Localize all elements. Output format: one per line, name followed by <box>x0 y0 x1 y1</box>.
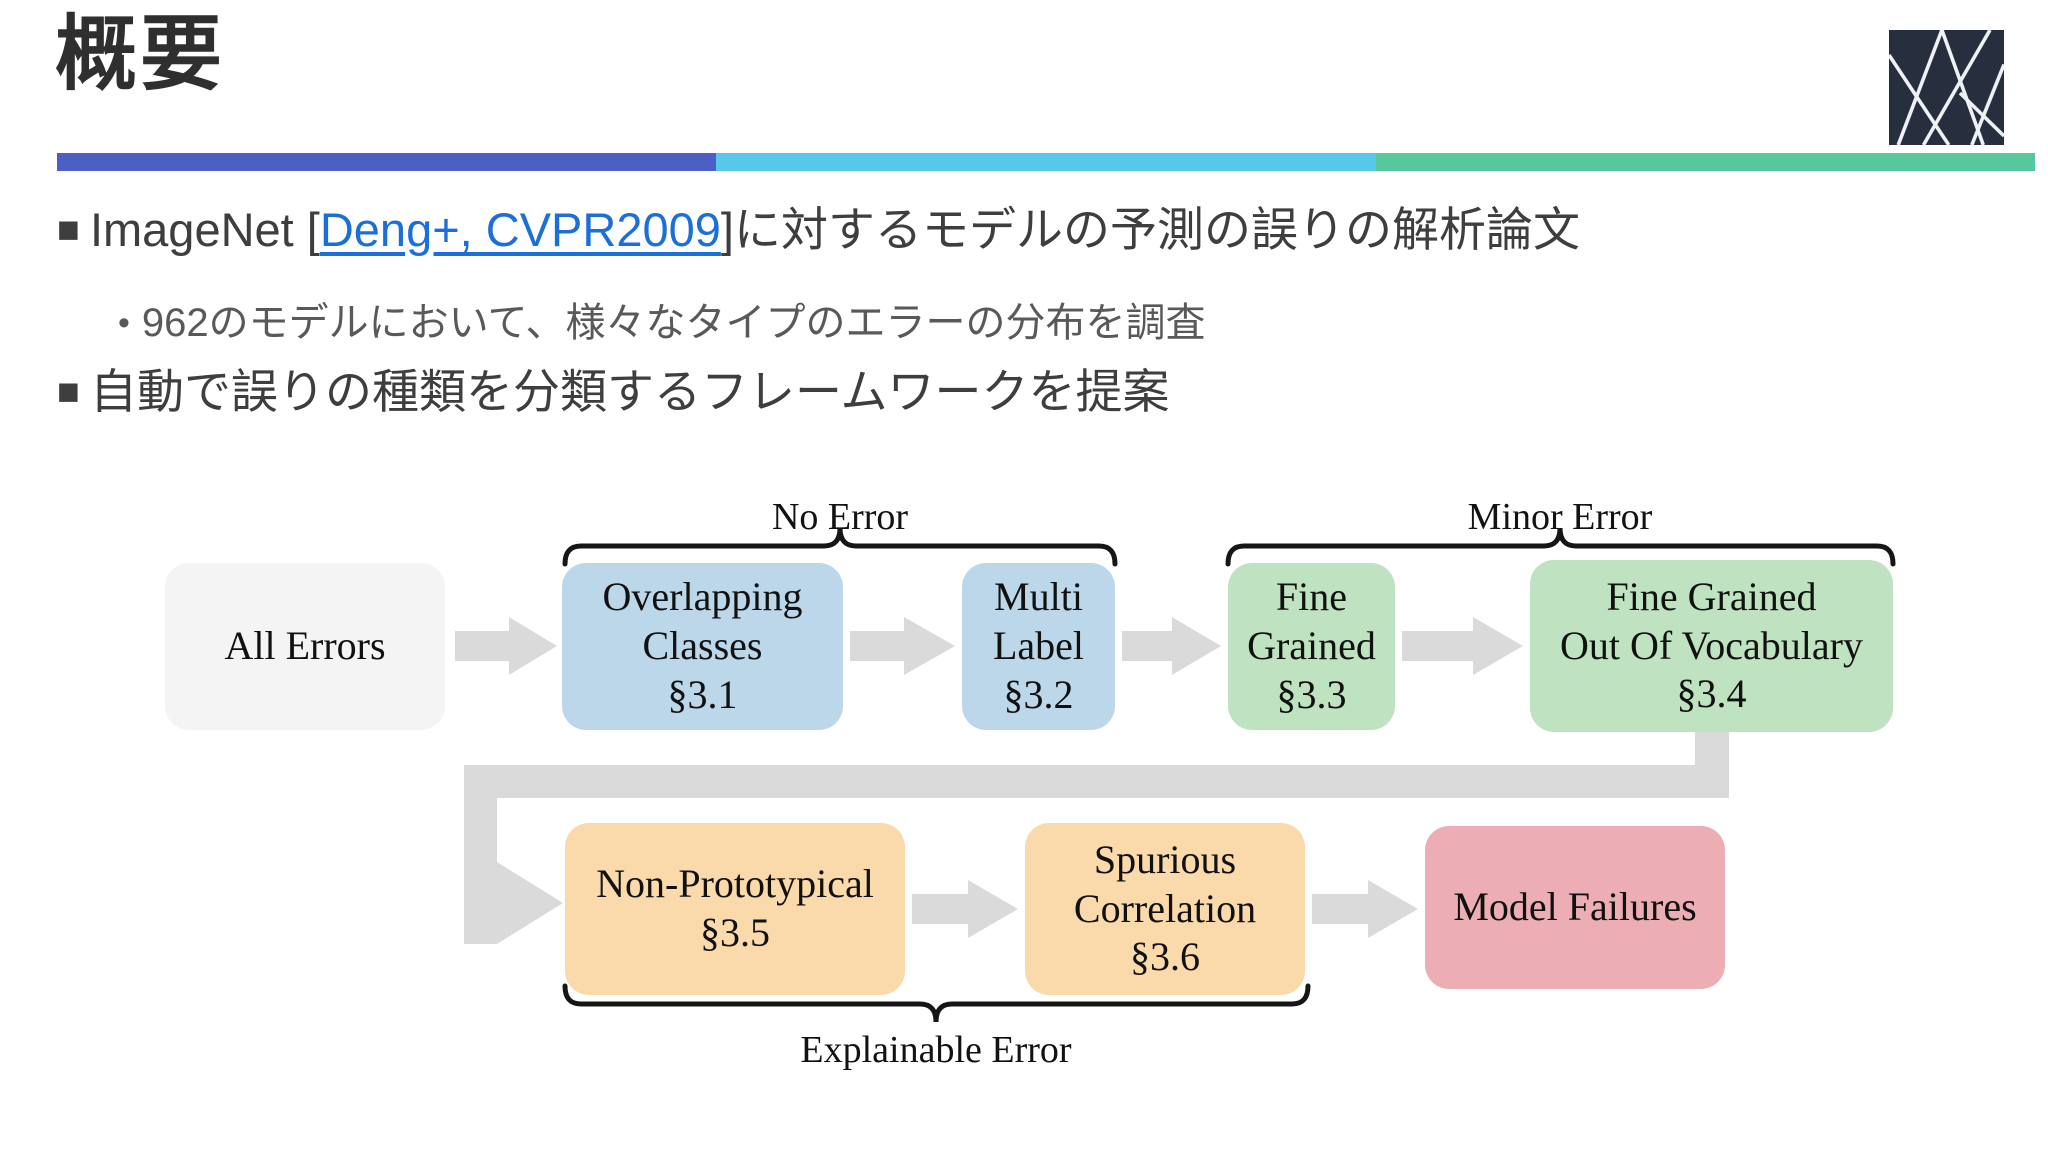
sub-bullet-dot-icon: • <box>118 304 130 342</box>
accent-bar <box>57 153 2035 171</box>
box-overlapping-classes: Overlapping Classes §3.1 <box>562 563 843 730</box>
box-all-errors: All Errors <box>165 563 445 730</box>
arrow-nonproto-to-spurious <box>912 880 1018 938</box>
sub-bullet-1: • 962のモデルにおいて、様々なタイプのエラーの分布を調査 <box>118 297 1205 349</box>
box-spurious-correlation: Spurious Correlation §3.6 <box>1025 823 1305 995</box>
accent-bar-segment-cyan <box>716 153 1376 171</box>
box-model-failures: Model Failures <box>1425 826 1725 989</box>
lattice-logo-icon <box>1889 30 2004 145</box>
box-multi-label: Multi Label §3.2 <box>962 563 1115 730</box>
arrow-finegrained-to-oov <box>1402 617 1523 675</box>
box-fine-grained-oov: Fine Grained Out Of Vocabulary §3.4 <box>1530 560 1893 732</box>
box-non-prototypical: Non-Prototypical §3.5 <box>565 823 905 995</box>
minor-error-brace <box>1225 527 1896 567</box>
bullet-square-icon: ■ <box>57 371 80 413</box>
bullet-1-bracket-close: ] <box>720 203 734 256</box>
bullet-item-2: ■ 自動で誤りの種類を分類するフレームワークを提案 <box>57 362 1170 423</box>
no-error-brace <box>562 527 1118 567</box>
bullet-1-suffix: に対するモデルの予測の誤りの解析論文 <box>733 203 1580 256</box>
sub-bullet-1-text: 962のモデルにおいて、様々なタイプのエラーの分布を調査 <box>141 301 1206 345</box>
bullet-square-icon: ■ <box>57 209 80 251</box>
arrow-multi-to-finegrained <box>1122 617 1221 675</box>
bullet-1-bracket-open: [ <box>306 203 320 256</box>
arrow-all-to-overlapping <box>455 617 557 675</box>
explainable-error-brace <box>562 983 1311 1023</box>
group-label-explainable-error: Explainable Error <box>800 1029 1072 1071</box>
elbow-connector <box>464 728 1729 944</box>
arrow-spurious-to-failures <box>1312 880 1418 938</box>
bullet-1-text: ImageNet [Deng+, CVPR2009]に対するモデルの予測の誤りの… <box>90 200 1580 260</box>
bullet-2-text: 自動で誤りの種類を分類するフレームワークを提案 <box>89 365 1170 418</box>
box-fine-grained: Fine Grained §3.3 <box>1228 563 1395 730</box>
bullet-1-prefix: ImageNet <box>89 203 307 256</box>
group-label-no-error: No Error <box>771 496 909 538</box>
group-label-minor-error: Minor Error <box>1467 496 1653 538</box>
accent-bar-segment-green <box>1375 153 2035 171</box>
citation-link[interactable]: Deng+, CVPR2009 <box>319 203 721 256</box>
bullet-item-1: ■ ImageNet [Deng+, CVPR2009]に対するモデルの予測の誤… <box>57 200 1580 261</box>
accent-bar-segment-blue <box>57 153 717 171</box>
page-title: 概要 <box>55 9 226 100</box>
arrow-overlapping-to-multi <box>850 617 955 675</box>
